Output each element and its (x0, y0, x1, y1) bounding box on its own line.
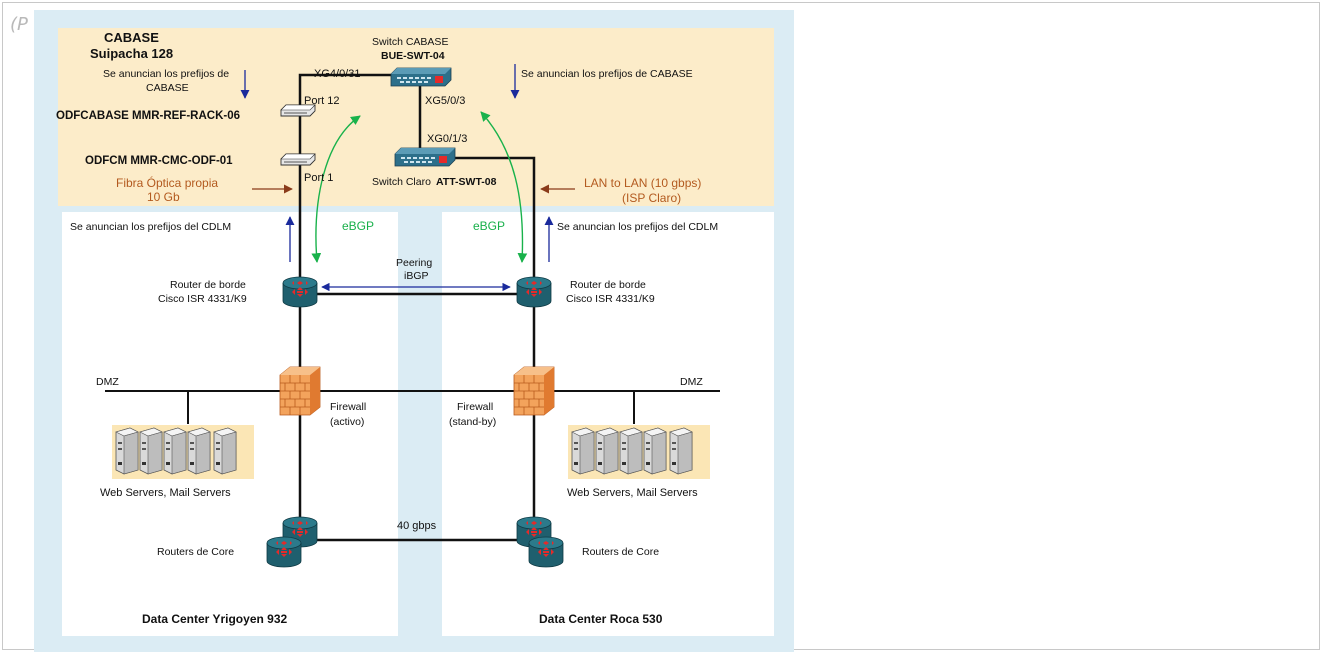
announce-cabase-right: Se anuncian los prefijos de CABASE (521, 68, 693, 80)
lan-label-2: (ISP Claro) (622, 191, 681, 205)
announce-cabase-left-1: Se anuncian los prefijos de (103, 68, 229, 80)
cabase-title: CABASE (104, 30, 159, 45)
router-right-label-2: Cisco ISR 4331/K9 (566, 293, 655, 305)
fibra-label-1: Fibra Óptica propia (116, 175, 218, 190)
router-left-label-2: Cisco ISR 4331/K9 (158, 293, 247, 305)
switch-claro-label-1: Switch Claro (372, 176, 431, 188)
ebgp-label-right: eBGP (473, 219, 505, 233)
firewall-icon-left (279, 366, 321, 416)
ebgp-label-left: eBGP (342, 219, 374, 233)
cabase-zone (58, 28, 774, 206)
router-left-label-1: Router de borde (170, 279, 246, 291)
core-speed-label: 40 gbps (397, 520, 437, 532)
switch-cabase-label-1: Switch CABASE (372, 36, 448, 48)
odf-cabase-label: ODFCABASE MMR-REF-RACK-06 (56, 110, 240, 122)
firewall-icon-right (513, 366, 555, 416)
port1-label: Port 1 (304, 172, 333, 184)
switch-claro-icon (394, 147, 456, 167)
odf-cm-icon (280, 153, 316, 166)
servers-icon-right (568, 425, 710, 479)
announce-cdlm-left: Se anuncian los prefijos del CDLM (70, 221, 231, 233)
router-right-label-1: Router de borde (570, 279, 646, 291)
odf-cm-label: ODFCM MMR-CMC-ODF-01 (85, 155, 233, 167)
core-left-label: Routers de Core (157, 546, 234, 558)
xg5-label: XG5/0/3 (425, 95, 465, 107)
fibra-label-2: 10 Gb (147, 190, 180, 204)
xg0-label: XG0/1/3 (427, 133, 467, 145)
peering-label-1: Peering (396, 257, 432, 269)
firewall-left-label-1: Firewall (330, 401, 366, 413)
lan-label-1: LAN to LAN (10 gbps) (584, 176, 701, 190)
datacenter-left-zone (62, 212, 398, 636)
switch-claro-label-2: ATT-SWT-08 (436, 176, 497, 188)
peering-label-2: iBGP (404, 270, 429, 282)
cabase-address: Suipacha 128 (90, 46, 173, 61)
router-icon-right (516, 276, 552, 308)
core-right-label: Routers de Core (582, 546, 659, 558)
router-icon-left (282, 276, 318, 308)
dc-right-name: Data Center Roca 530 (539, 612, 663, 626)
firewall-left-label-2: (activo) (330, 416, 364, 428)
dc-left-name: Data Center Yrigoyen 932 (142, 612, 287, 626)
corner-label: (P (10, 14, 28, 35)
firewall-right-label-2: (stand-by) (449, 416, 496, 428)
announce-cdlm-right: Se anuncian los prefijos del CDLM (557, 221, 718, 233)
ebgp-arrow-left (311, 115, 361, 263)
servers-left-label: Web Servers, Mail Servers (100, 487, 231, 499)
ebgp-arrow-right (480, 111, 528, 263)
announce-cabase-left-2: CABASE (146, 82, 189, 94)
datacenter-right-zone (442, 212, 774, 636)
dmz-left-label: DMZ (96, 376, 119, 388)
firewall-right-label-1: Firewall (457, 401, 493, 413)
servers-right-label: Web Servers, Mail Servers (567, 487, 698, 499)
servers-icon-left (112, 425, 254, 479)
port12-label: Port 12 (304, 95, 339, 107)
dmz-right-label: DMZ (680, 376, 703, 388)
switch-cabase-label-2: BUE-SWT-04 (381, 50, 445, 62)
xg4-label: XG4/0/31 (314, 68, 360, 80)
switch-cabase-icon (390, 67, 452, 87)
